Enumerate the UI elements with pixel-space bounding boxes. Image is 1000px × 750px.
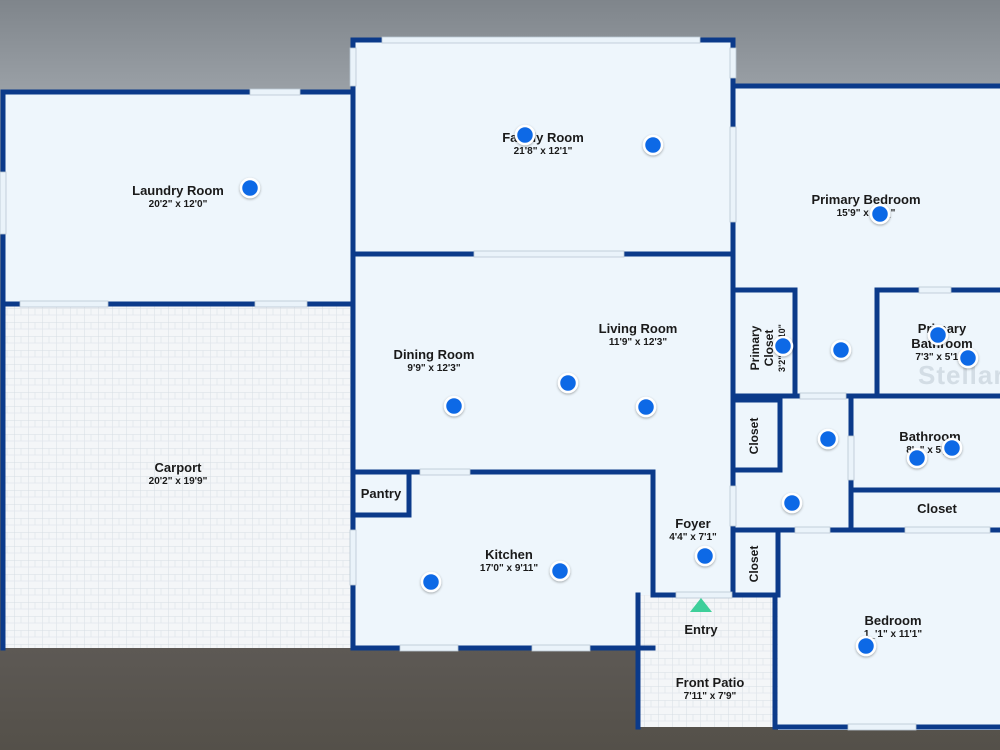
hotspot-kitchen-2[interactable] (420, 571, 442, 593)
entry-label: Entry (684, 622, 718, 637)
hotspot-dining[interactable] (443, 395, 465, 417)
closet-right-label: Closet (917, 501, 957, 516)
hotspot-primary-bath-2[interactable] (957, 347, 979, 369)
hotspot-family-1[interactable] (514, 124, 536, 146)
hotspot-primary-bath-1[interactable] (927, 324, 949, 346)
entry-marker (690, 598, 712, 612)
carport-floor (3, 304, 353, 648)
hotspot-bathroom-1[interactable] (941, 437, 963, 459)
bedroom-floor (778, 530, 1000, 730)
laundry-floor (3, 92, 353, 304)
hotspot-primary-closet[interactable] (772, 335, 794, 357)
watermark: Stellar (918, 360, 1000, 390)
hotspot-hall-2[interactable] (781, 492, 803, 514)
hotspot-hall[interactable] (817, 428, 839, 450)
hotspot-living-1[interactable] (557, 372, 579, 394)
pantry-label: Pantry (360, 486, 402, 501)
hotspot-laundry[interactable] (239, 177, 261, 199)
small-closet-floor (733, 530, 778, 595)
hotspot-living-2[interactable] (635, 396, 657, 418)
bath-closet-floor (733, 396, 1000, 530)
windows (0, 36, 991, 731)
hotspot-family-2[interactable] (642, 134, 664, 156)
room-floors (3, 40, 1000, 730)
closet-mid-label: Closet (747, 417, 761, 455)
hotspot-bathroom-2[interactable] (906, 447, 928, 469)
dining-living-floor (353, 254, 733, 474)
patio-floor (638, 595, 778, 727)
hotspot-primary-hall[interactable] (830, 339, 852, 361)
family-floor (353, 40, 733, 254)
hotspot-primary-bedroom[interactable] (869, 203, 891, 225)
foyer-floor (653, 470, 733, 595)
hotspot-kitchen-1[interactable] (549, 560, 571, 582)
kitchen-floor (353, 470, 653, 648)
hotspot-bedroom[interactable] (855, 635, 877, 657)
hotspot-foyer[interactable] (694, 545, 716, 567)
closet-small-label: Closet (747, 545, 761, 583)
